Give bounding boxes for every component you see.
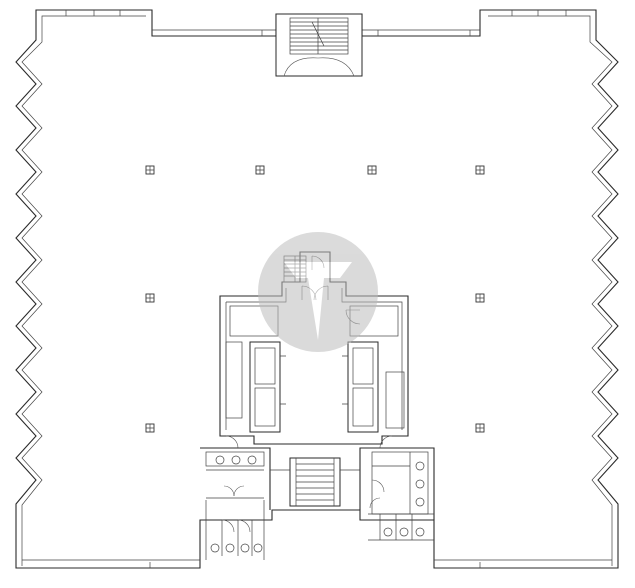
toilet-icon <box>415 461 425 471</box>
column-icon <box>475 293 485 303</box>
left-toilets-bottom <box>210 485 263 553</box>
column-icon <box>145 423 155 433</box>
left-washroom <box>205 451 265 467</box>
parapet-ticks <box>65 10 567 36</box>
column-icon <box>145 293 155 303</box>
door-swing-icon <box>371 479 385 493</box>
column-icon <box>255 165 265 175</box>
door-swing-icon <box>233 485 245 497</box>
right-washroom <box>371 451 429 515</box>
toilet-icon <box>210 543 220 553</box>
toilet-icon <box>415 497 425 507</box>
toilet-icon <box>415 527 425 537</box>
toilet-icon <box>253 543 263 553</box>
inner-wall-line <box>21 15 613 566</box>
stair-treads <box>290 18 348 54</box>
shaft-left <box>225 341 243 419</box>
columns <box>145 165 485 433</box>
service-outline <box>200 447 435 520</box>
bottom-stair <box>270 457 360 507</box>
outer-wall <box>15 9 619 569</box>
toilet-icon <box>240 543 250 553</box>
top-stair-core <box>275 13 363 77</box>
building-perimeter <box>15 9 619 569</box>
column-icon <box>145 165 155 175</box>
right-toilets <box>369 461 425 537</box>
service-block <box>200 447 435 560</box>
elevator-icon <box>249 341 281 433</box>
door-swing-icon <box>225 435 239 449</box>
toilet-icon <box>247 455 257 465</box>
column-icon <box>367 165 377 175</box>
bottom-wall-ticks <box>22 559 612 568</box>
stair-landing-arc <box>283 57 355 77</box>
door-swing-icon <box>223 485 235 497</box>
elevator-bank-left <box>249 341 286 433</box>
right-washroom-walls <box>368 452 434 541</box>
left-washroom-walls <box>205 469 265 560</box>
stair-icon <box>289 17 349 55</box>
door-swing-icon <box>379 435 393 449</box>
elevator-bank-right <box>342 341 379 433</box>
watermark-mark <box>284 262 352 340</box>
column-icon <box>475 423 485 433</box>
door-swing-icon <box>369 497 381 509</box>
toilet-icon <box>225 543 235 553</box>
toilet-icon <box>399 527 409 537</box>
toilet-icon <box>231 455 241 465</box>
left-toilets-top <box>215 455 257 465</box>
logo-watermark-icon <box>258 232 378 352</box>
toilet-icon <box>415 479 425 489</box>
column-icon <box>475 165 485 175</box>
toilet-icon <box>215 455 225 465</box>
elevator-icon <box>347 341 379 433</box>
toilet-icon <box>383 527 393 537</box>
shaft-right <box>385 371 405 429</box>
stair-icon <box>270 458 360 506</box>
